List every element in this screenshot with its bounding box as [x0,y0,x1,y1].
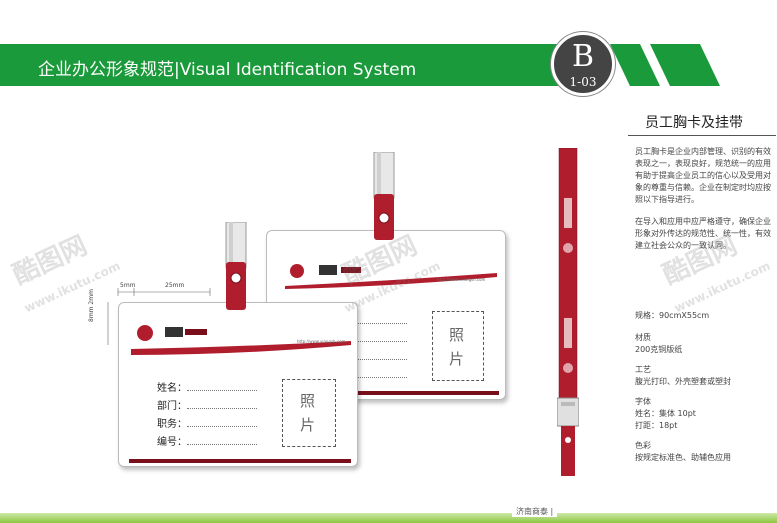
section-description: 员工胸卡是企业内部管理、识别的有效表现之一，表现良好，规范统一的应用有助于提高企… [635,146,775,262]
front-clip-graphic [225,221,247,310]
title-rule [628,135,776,136]
banner-shape [0,44,777,86]
field-line-name [187,390,257,391]
spec-color-value: 按规定标准色、助辅色应用 [635,453,731,462]
spec-color-label: 色彩 [635,441,651,450]
card-front-graphics [129,325,351,463]
description-paragraph-2: 在导入和应用中应严格遵守，确保企业形象对外传达的规范性、统一性，有效建立社会公众… [635,217,771,250]
back-field-line-2 [337,341,407,342]
field-line-department [187,408,257,409]
spec-size: 规格：90cmX55cm [635,311,710,320]
lanyard-strap [556,147,580,478]
field-line-number [187,444,257,445]
front-photo-char-1: 照 [300,392,316,410]
field-line-position [187,426,257,427]
back-photo-char-1: 照 [449,326,465,344]
back-clip [370,151,398,242]
footer-bar [0,513,777,523]
field-label-position: 职务： [157,419,187,430]
card-front-url: http://www.xiangsh.com [297,339,346,344]
spec-font-value: 姓名：集体 10pt [635,409,696,418]
lanyard-graphic [556,147,580,476]
back-photo-char-2: 片 [449,350,465,368]
spec-material-value: 200克铜版纸 [635,345,683,354]
badge-card-front: http://www.xiangsh.com 姓名： 部门： 职务： 编号： 照… [118,302,358,467]
badge-code: 1-03 [569,75,597,89]
card-back-graphics [277,264,499,395]
front-photo-box: 照 片 [282,379,336,447]
dim-left: 5mm [120,282,136,289]
field-label-department: 部门： [157,401,187,412]
dim-side: 8mm 2mm [88,289,95,322]
watermark-url-3: www.ikutu.com [671,258,773,316]
description-paragraph-1: 员工胸卡是企业内部管理、识别的有效表现之一，表现良好，规范统一的应用有助于提高企… [635,147,771,204]
back-field-line-3 [337,359,407,360]
spec-material-label: 材质 [635,333,651,342]
front-clip [222,221,250,312]
watermark-brand-1: 酷图网 [8,230,92,291]
section-title: 员工胸卡及挂带 [645,115,743,131]
front-photo-char-2: 片 [300,416,316,434]
spec-font-label: 字体 [635,397,651,406]
field-label-name: 姓名： [157,383,187,394]
spec-process-label: 工艺 [635,365,651,374]
section-badge: B 1-03 [551,32,615,96]
back-photo-box: 照 片 [432,311,484,381]
page-title: 企业办公形象规范|Visual Identification System [38,60,417,80]
footer-text: 济南商泰 | [512,506,558,517]
field-label-number: 编号： [157,437,187,448]
back-field-line-4 [337,377,407,378]
card-back-url: http://www.xiangsh.com [437,277,486,282]
spec-process-value: 腹光打印、外壳塑套或塑封 [635,377,731,386]
dimension-lines [107,288,211,345]
back-clip-graphic [373,151,395,240]
header-banner: 企业办公形象规范|Visual Identification System [0,44,777,86]
badge-letter: B [571,39,595,74]
spec-font-extra: 打距：18pt [635,421,678,430]
dim-width: 25mm [165,282,185,289]
back-field-line-1 [337,323,407,324]
